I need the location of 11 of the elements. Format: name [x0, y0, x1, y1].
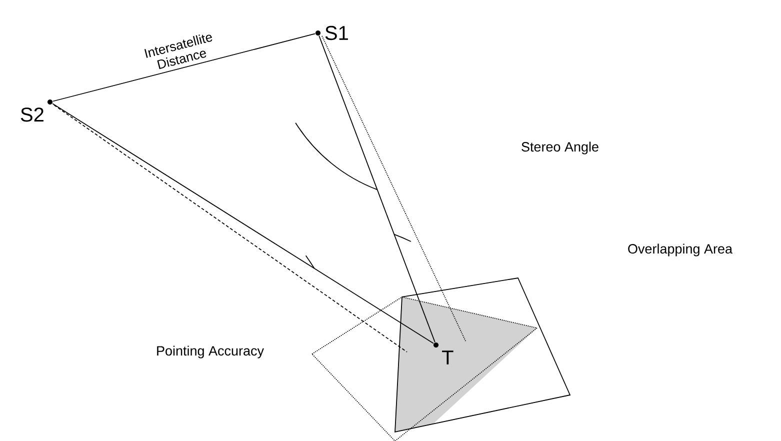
node-label: T	[442, 350, 454, 364]
annotation-label: Pointing Accuracy	[157, 346, 264, 358]
node-label: S2	[20, 108, 44, 122]
annotation-label: Overlapping Area	[628, 244, 732, 256]
point: T	[433, 342, 454, 364]
node-label: S1	[325, 26, 348, 40]
point: S1	[315, 26, 348, 40]
line	[52, 33, 316, 102]
annotation-label: Stereo Angle	[522, 142, 598, 154]
line	[318, 35, 436, 343]
point: S2	[20, 99, 53, 122]
